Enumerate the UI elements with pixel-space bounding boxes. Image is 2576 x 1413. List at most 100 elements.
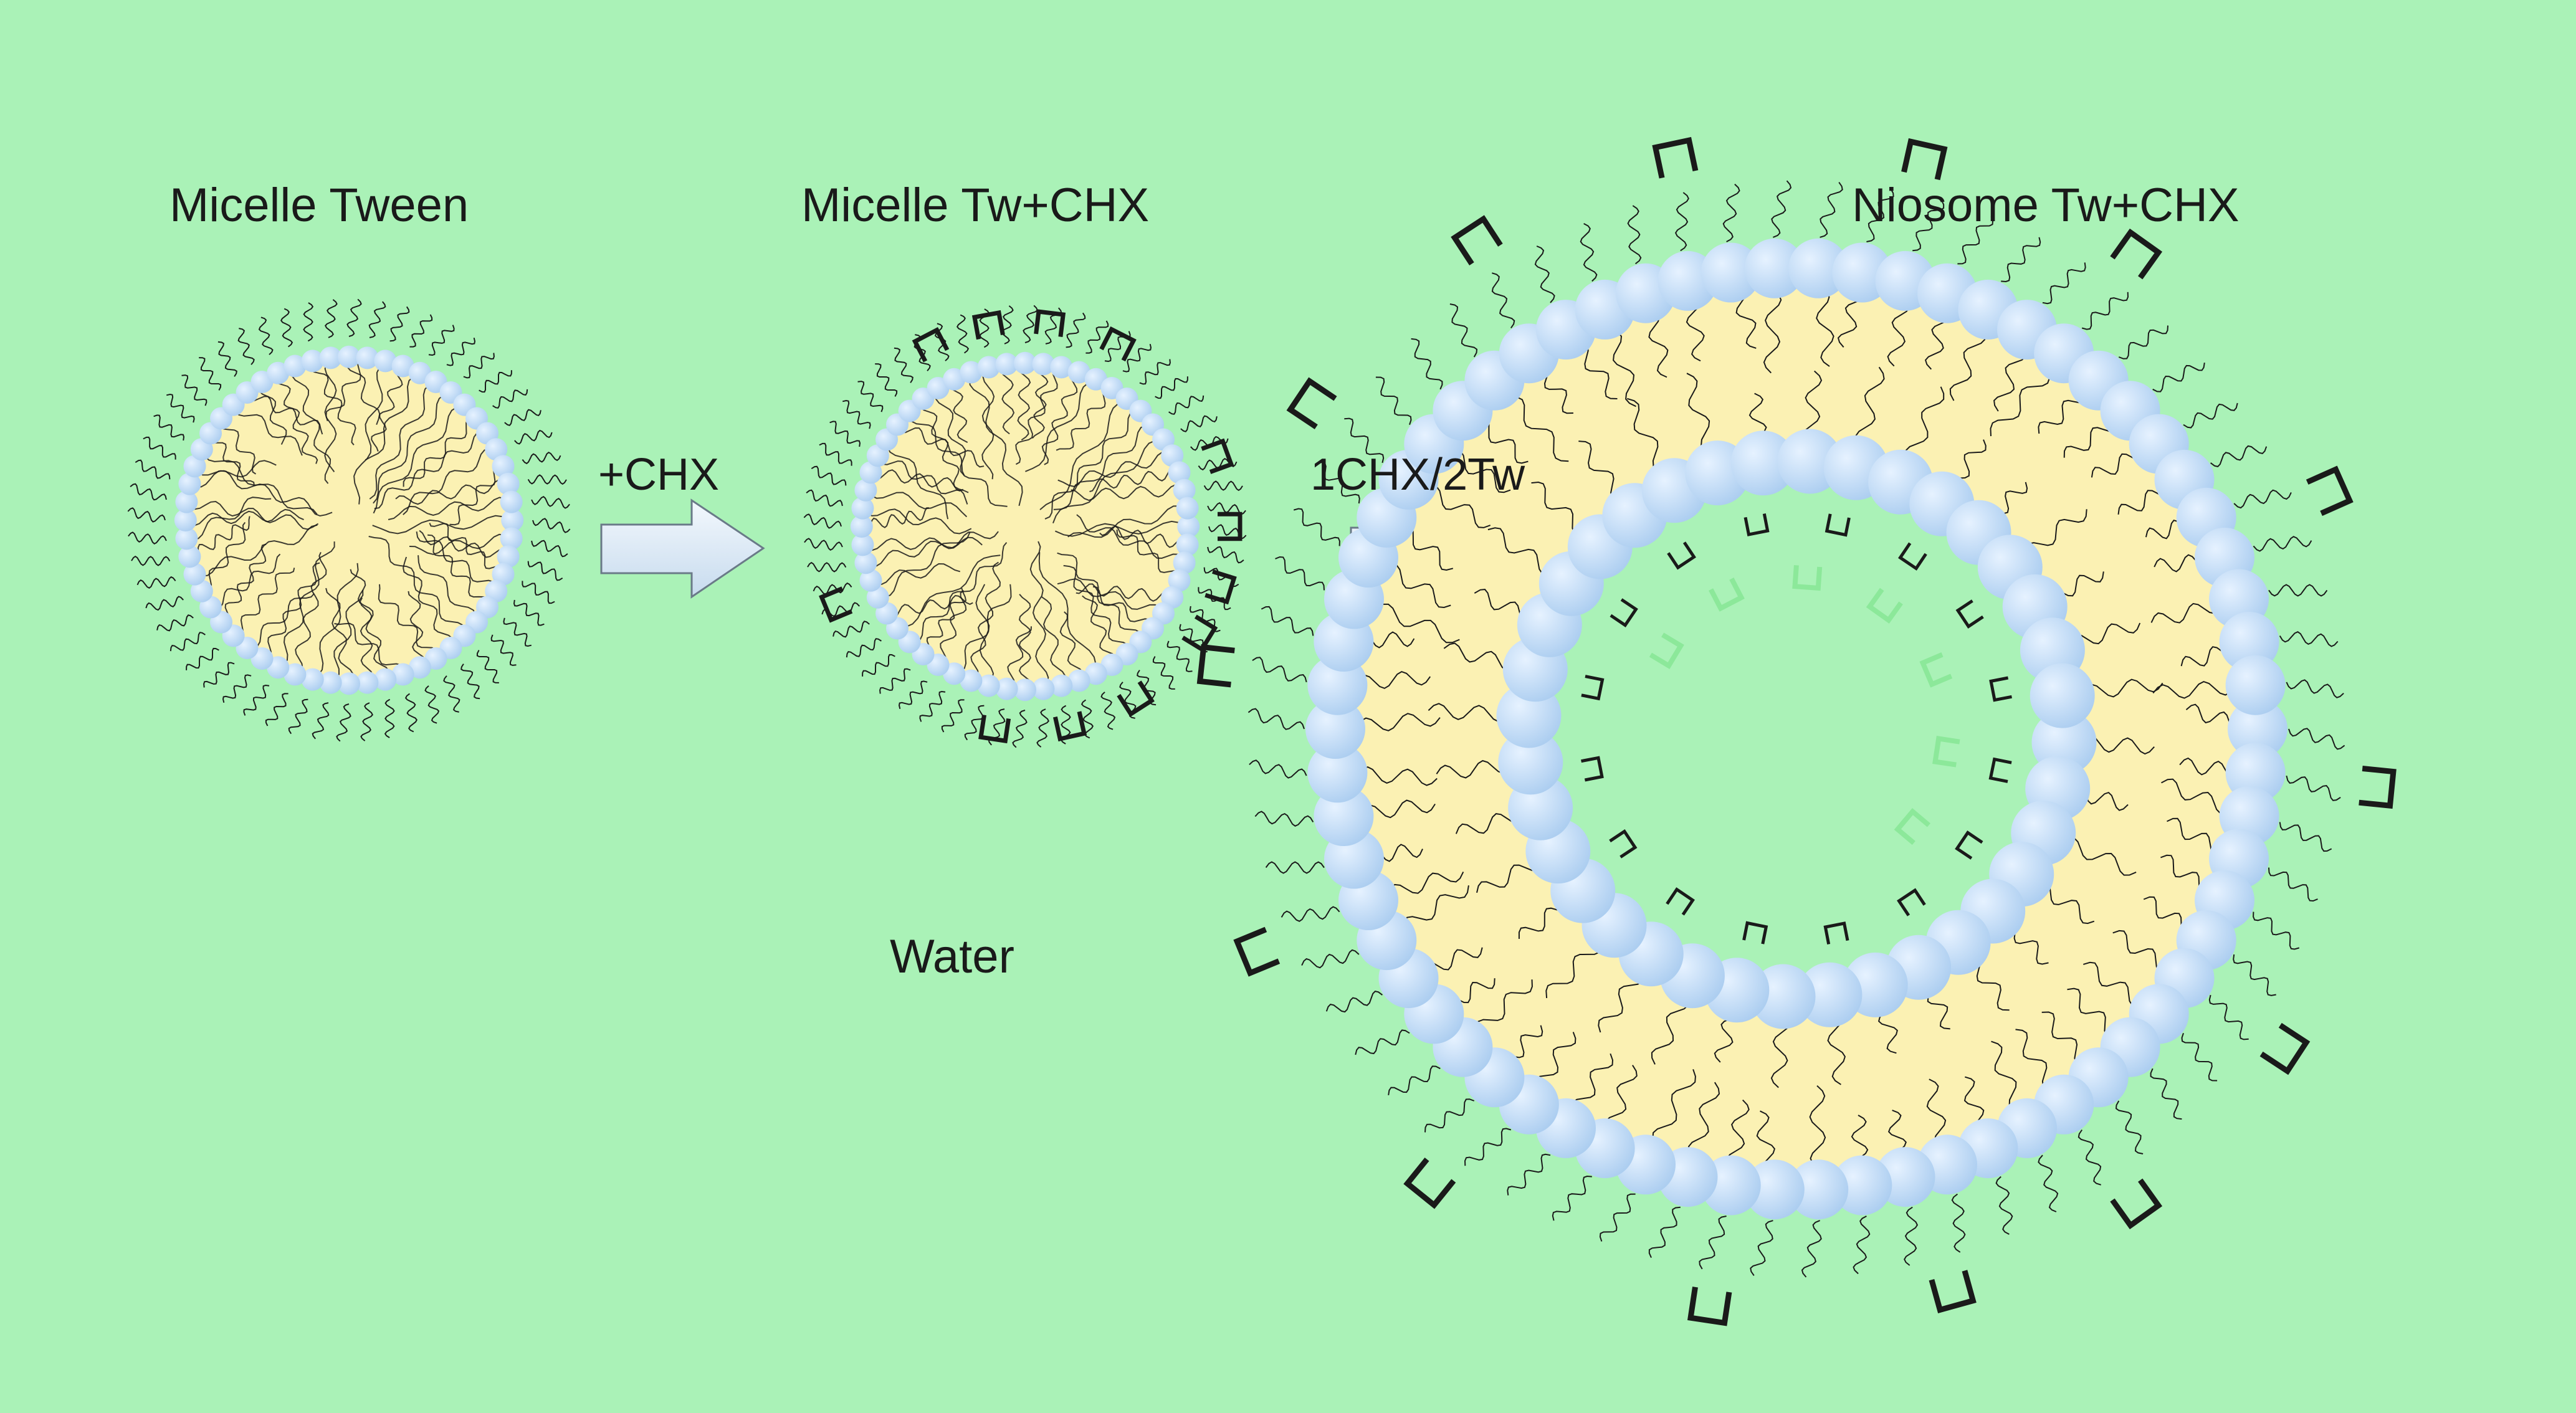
m1-head: [284, 663, 307, 686]
micelle-tween-outer-tails: [127, 298, 571, 742]
m2-core-tail: [1059, 611, 1084, 682]
m2-core-tail: [870, 469, 964, 492]
m2-head: [859, 461, 882, 484]
m1-outer-tail: [492, 389, 528, 409]
m1-outer-tail: [186, 647, 219, 670]
arrow-plus-chx-icon: [600, 498, 765, 599]
m1-head: [500, 527, 523, 550]
m2-head: [1168, 461, 1191, 484]
m2-chx-molecule: [912, 326, 950, 363]
m2-core-tail: [935, 388, 966, 476]
niosome-outer-tail: [1580, 223, 1598, 282]
m2-core-tail: [871, 563, 961, 585]
m1-outer-tail: [479, 370, 512, 393]
niosome-inner-chx-molecule: [1744, 513, 1770, 536]
m1-core-tail: [292, 366, 332, 484]
m2-outer-tail: [857, 381, 884, 412]
m1-outer-tail: [527, 474, 567, 485]
m2-head: [960, 669, 983, 692]
m1-core-tail: [334, 622, 404, 675]
niosome-outer-tail: [1722, 183, 1740, 242]
niosome-outer-tail: [1301, 949, 1360, 969]
m2-outer-tail: [1085, 320, 1109, 354]
m1-core-tail: [201, 521, 246, 592]
niosome-outer-tail: [2233, 954, 2276, 996]
micelle-tween-title: Micelle Tween: [169, 179, 469, 232]
niosome-outer-tail: [1951, 1193, 1966, 1253]
m1-outer-tail: [531, 540, 568, 558]
m1-core-tail: [395, 478, 509, 505]
m2-outer-tail: [1207, 546, 1244, 564]
m1-outer-tail: [169, 632, 206, 652]
m1-core-tail: [374, 431, 488, 510]
m1-outer-tail: [127, 507, 166, 523]
m1-core-tail: [353, 360, 386, 505]
micelle-tw-chx-chx-molecules: [819, 309, 1243, 744]
m2-head: [1014, 351, 1036, 374]
m2-head: [1173, 551, 1196, 574]
m2-outer-tail: [832, 621, 870, 638]
arrow-plus-chx-label: +CHX: [598, 450, 720, 500]
m2-chx-molecule: [1052, 711, 1087, 742]
m2-head: [1176, 533, 1199, 556]
m1-head: [492, 563, 515, 586]
niosome-outer-chx-molecule: [2359, 766, 2397, 809]
m1-core-tail: [371, 365, 403, 452]
m2-core-tail: [1067, 505, 1188, 538]
m2-core-tail: [1029, 541, 1049, 690]
m2-outer-tail: [829, 421, 861, 447]
m1-core-tail: [373, 392, 451, 504]
niosome-inner-chx-molecule: [1610, 598, 1638, 627]
m2-core-tail: [897, 554, 1001, 629]
m2-head: [1050, 356, 1073, 379]
m1-outer-tail: [424, 685, 440, 724]
niosome-outer-tail: [1411, 338, 1443, 390]
m2-core-tail: [1092, 586, 1153, 629]
m2-head: [977, 674, 1000, 697]
niosome-outer-tail: [2077, 1129, 2102, 1186]
m2-core-tail: [1063, 564, 1129, 655]
m2-core-tail: [1071, 484, 1185, 502]
niosome-inner-head: [2030, 663, 2095, 728]
m1-core-tail: [403, 556, 454, 649]
m1-outer-tail: [513, 599, 545, 626]
niosome-outer-tail: [2286, 679, 2344, 698]
m1-outer-tail: [336, 703, 351, 742]
m2-core-tail: [886, 594, 973, 619]
niosome-inner-mark: [1792, 565, 1823, 591]
m2-core-tail: [865, 489, 968, 518]
m1-core-tail: [310, 361, 356, 445]
m1-core-tail: [210, 553, 281, 609]
m1-core-tail: [403, 448, 497, 515]
m1-outer-tail: [360, 702, 374, 741]
m2-outer-tail: [1198, 587, 1231, 611]
m2-core-tail: [1041, 371, 1079, 465]
m1-core-tail: [325, 588, 354, 684]
m1-head: [356, 671, 379, 694]
micelle-tw-chx-core: [866, 368, 1184, 685]
m1-core-tail: [419, 530, 509, 558]
m1-head: [374, 668, 397, 691]
m1-core-tail: [194, 524, 318, 577]
niosome-outer-head: [1744, 1159, 1805, 1220]
m2-head: [851, 533, 874, 556]
m1-outer-tail: [156, 614, 194, 632]
m2-core-tail: [862, 507, 972, 535]
m1-core-tail: [232, 404, 303, 456]
niosome-inner-chx-molecule: [1955, 599, 1984, 629]
m2-head: [1032, 677, 1055, 700]
m2-head: [1032, 353, 1055, 376]
niosome-outer-tail: [1552, 1175, 1592, 1221]
niosome-outer-tail: [1344, 417, 1385, 464]
m2-outer-tail: [1152, 656, 1175, 690]
m1-core-tail: [409, 533, 512, 555]
m2-core-tail: [861, 507, 929, 532]
niosome-outer-tail: [1355, 1029, 1410, 1055]
niosome-outer-head-groups: [1305, 238, 2287, 1220]
niosome-outer-tail: [1750, 1220, 1773, 1276]
m1-core-tail: [246, 392, 323, 435]
m1-outer-tail: [531, 495, 570, 509]
m2-core-tail: [877, 455, 968, 505]
m1-outer-tail: [153, 414, 185, 441]
m2-head: [851, 497, 874, 520]
